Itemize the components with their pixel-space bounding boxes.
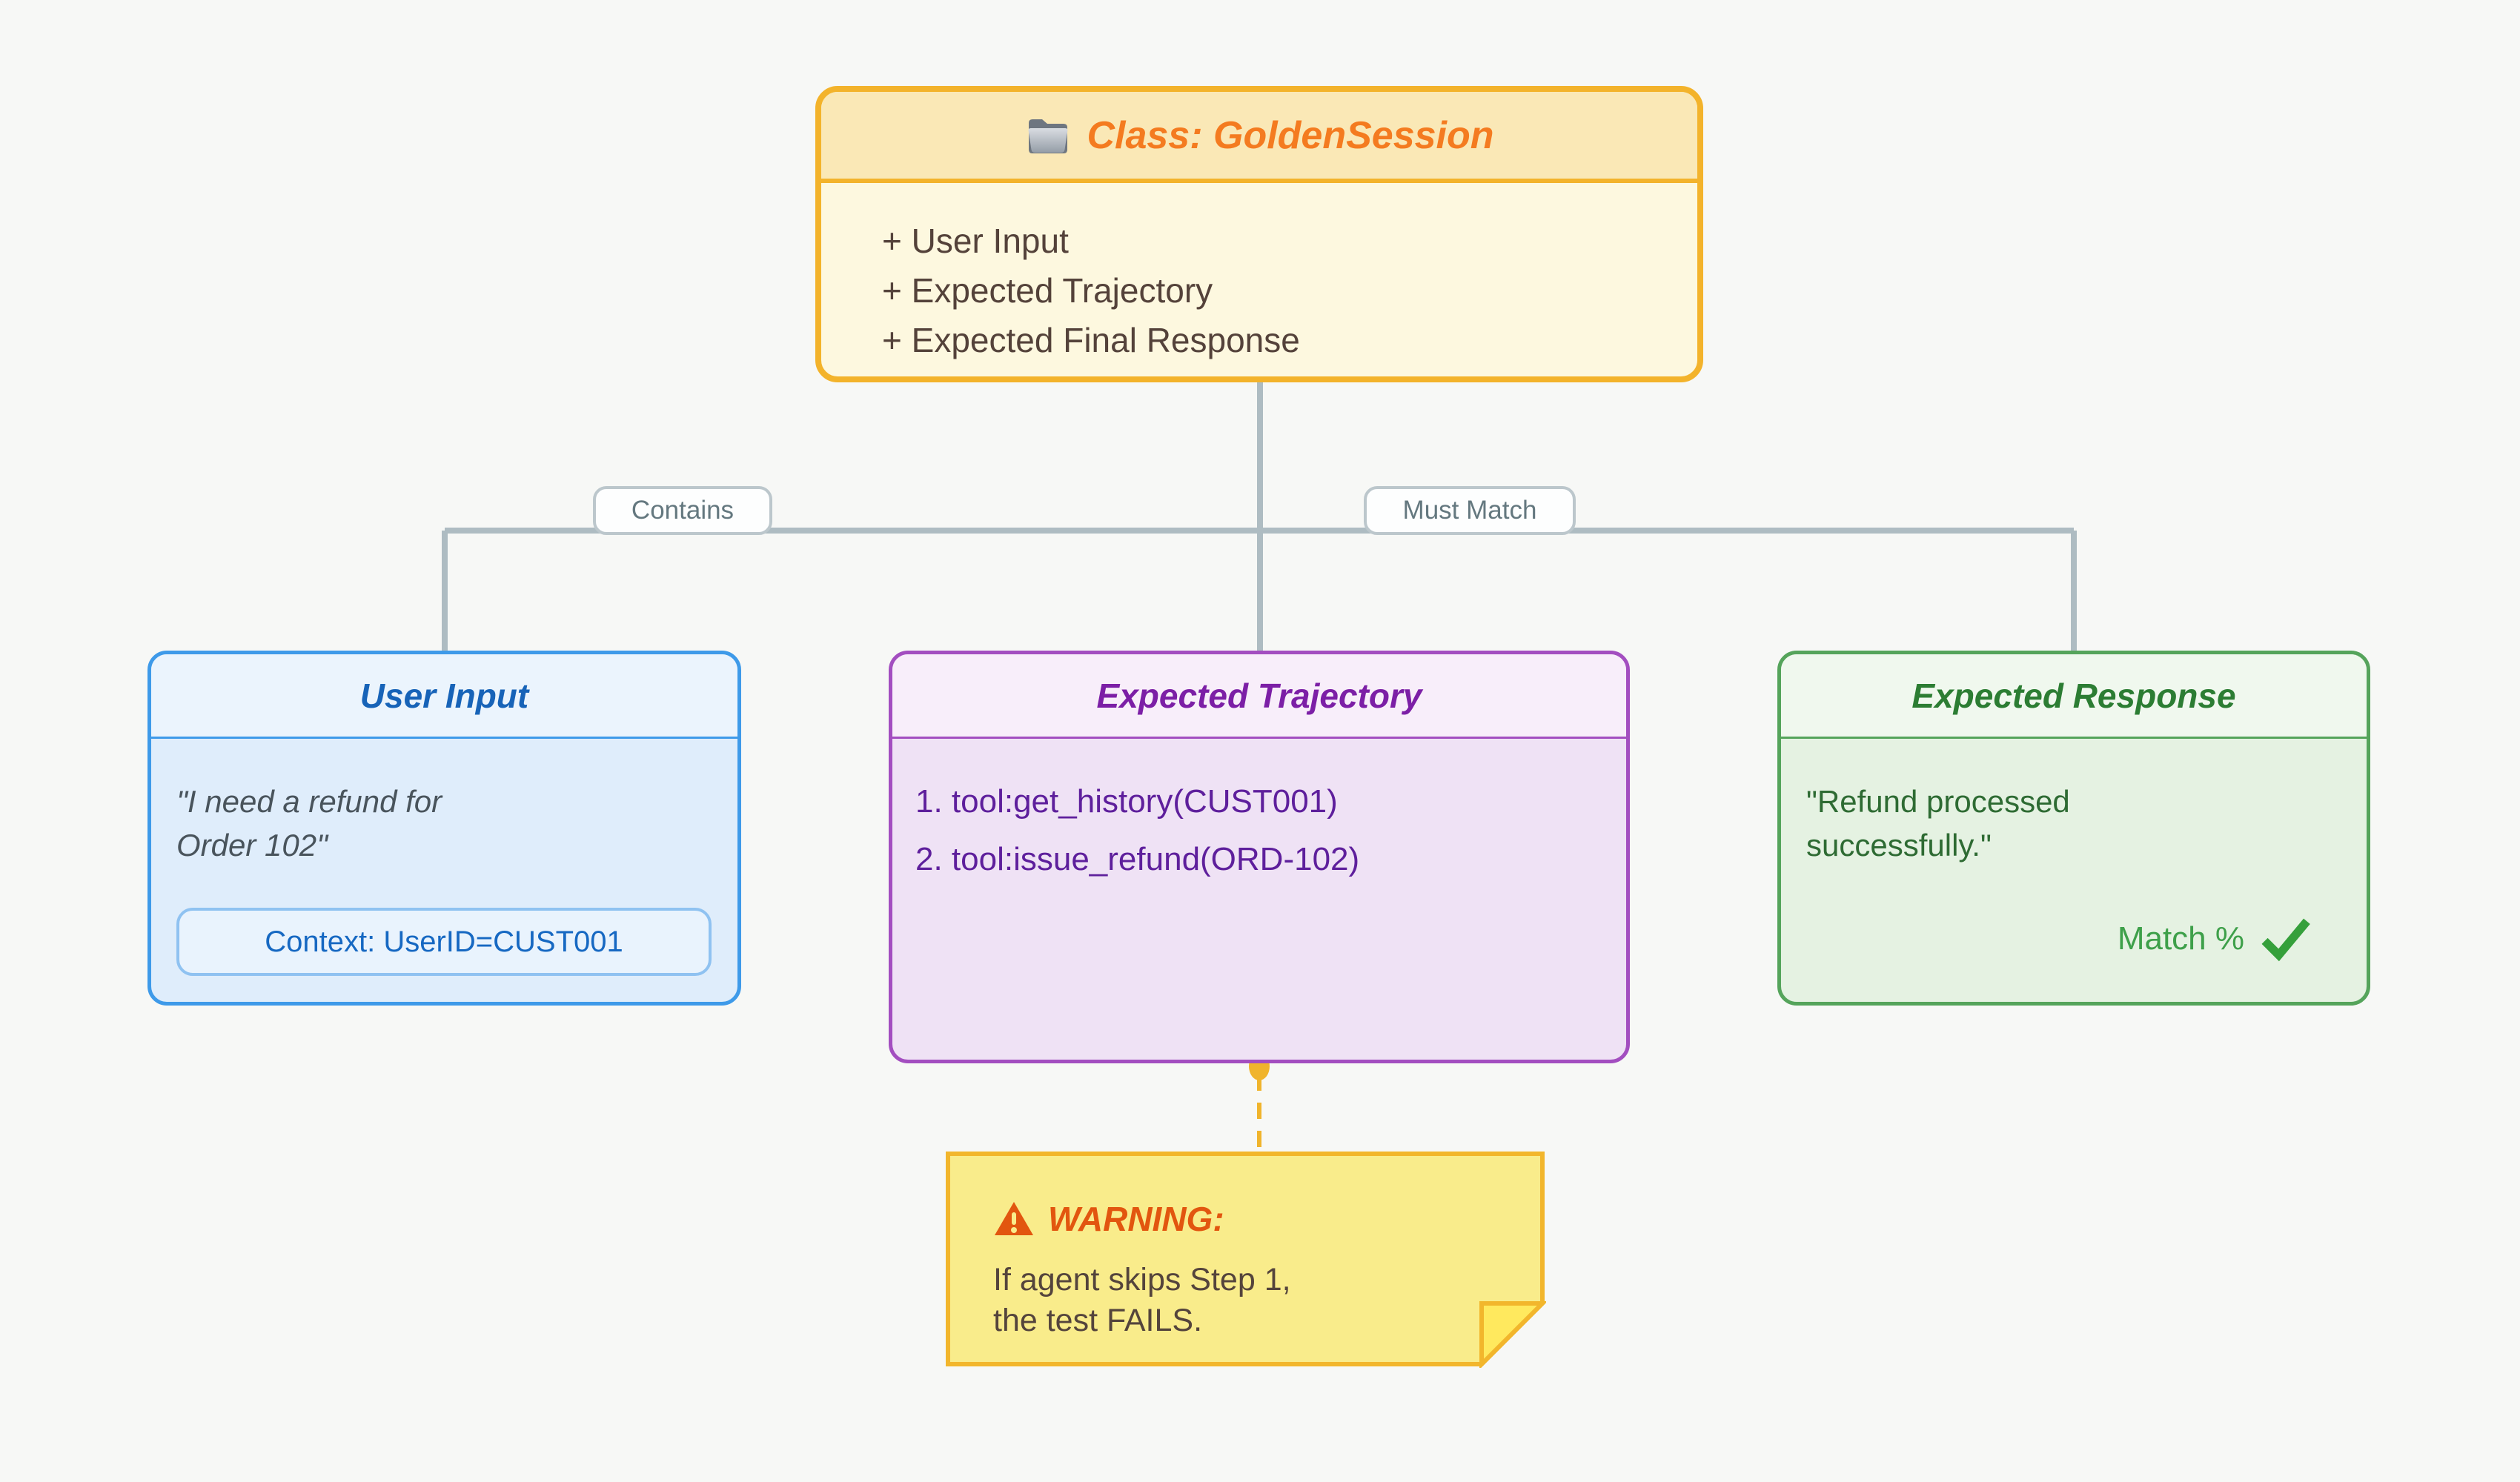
class-attributes: + User Input + Expected Trajectory + Exp… (821, 183, 1697, 365)
expected-response-header: Expected Response (1781, 654, 2367, 739)
response-quote-line: successfully." (1806, 828, 1992, 863)
context-pill: Context: UserID=CUST001 (176, 908, 712, 976)
warning-note-line: the test FAILS. (993, 1303, 1203, 1338)
expected-trajectory-header: Expected Trajectory (892, 654, 1626, 739)
user-input-title: User Input (359, 676, 529, 715)
user-input-body: "I need a refund for Order 102" (151, 739, 737, 867)
edge-label-must-match: Must Match (1364, 486, 1576, 535)
warning-note-fold (1479, 1301, 1546, 1368)
expected-trajectory-node: Expected Trajectory 1. tool:get_history(… (889, 651, 1630, 1063)
match-percent-label: Match % (2117, 920, 2244, 957)
response-quote-line: "Refund processed (1806, 784, 2070, 819)
expected-response-title: Expected Response (1911, 676, 2236, 715)
user-quote-line: Order 102" (176, 828, 328, 863)
match-percent-row: Match % (2068, 908, 2312, 970)
warning-note-line: If agent skips Step 1, (993, 1262, 1291, 1297)
expected-response-node: Expected Response "Refund processed succ… (1777, 651, 2370, 1006)
warning-icon (993, 1200, 1035, 1237)
class-attribute: + Expected Trajectory (882, 271, 1213, 310)
class-attribute: + Expected Final Response (882, 321, 1300, 359)
trajectory-step: 2. tool:issue_refund(ORD-102) (915, 841, 1360, 877)
expected-trajectory-body: 1. tool:get_history(CUST001) 2. tool:iss… (892, 739, 1626, 880)
expected-response-body: "Refund processed successfully." (1781, 739, 2367, 867)
edge-label-must-match-text: Must Match (1402, 496, 1537, 525)
class-goldensession-header: Class: GoldenSession (821, 92, 1697, 183)
edge-label-contains: Contains (593, 486, 772, 535)
class-title: Class: GoldenSession (1087, 113, 1494, 157)
class-goldensession-node: Class: GoldenSession + User Input + Expe… (815, 86, 1703, 382)
user-quote-line: "I need a refund for (176, 784, 442, 819)
warning-heading-text: WARNING: (1048, 1200, 1224, 1238)
trajectory-step: 1. tool:get_history(CUST001) (915, 783, 1338, 820)
warning-note-heading: WARNING: (993, 1195, 1224, 1243)
context-pill-text: Context: UserID=CUST001 (265, 925, 623, 958)
check-icon (2259, 915, 2312, 963)
folder-icon (1024, 116, 1072, 156)
class-attribute: + User Input (882, 222, 1069, 260)
expected-trajectory-title: Expected Trajectory (1096, 676, 1422, 715)
edge-label-contains-text: Contains (631, 496, 735, 525)
user-input-header: User Input (151, 654, 737, 739)
warning-note-shape (946, 1152, 1546, 1368)
